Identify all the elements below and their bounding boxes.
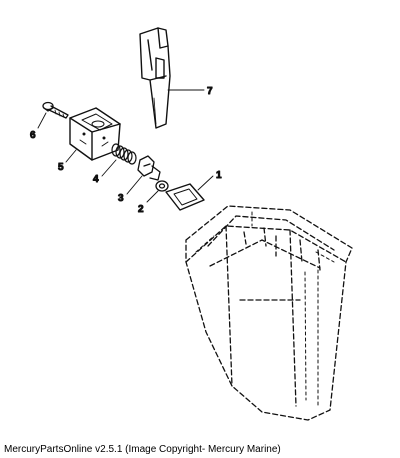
part-7-bracket — [139, 27, 171, 129]
callout-7: 7 — [207, 86, 213, 97]
copyright-caption: MercuryPartsOnline v2.5.1 (Image Copyrig… — [4, 444, 281, 455]
part-6-screw — [42, 101, 69, 119]
callout-1: 1 — [216, 170, 222, 181]
callout-3: 3 — [118, 193, 124, 204]
callout-2: 2 — [138, 204, 144, 215]
part-1-gasket — [165, 183, 205, 211]
part-5-housing — [69, 107, 121, 161]
callout-4: 4 — [93, 174, 99, 185]
part-2-washer — [155, 180, 169, 192]
leader-lines — [37, 89, 214, 203]
callout-5: 5 — [58, 162, 64, 173]
housing-outline — [185, 205, 353, 421]
callout-6: 6 — [30, 130, 36, 141]
part-4-spring — [111, 143, 137, 165]
part-3-valve — [137, 155, 161, 181]
